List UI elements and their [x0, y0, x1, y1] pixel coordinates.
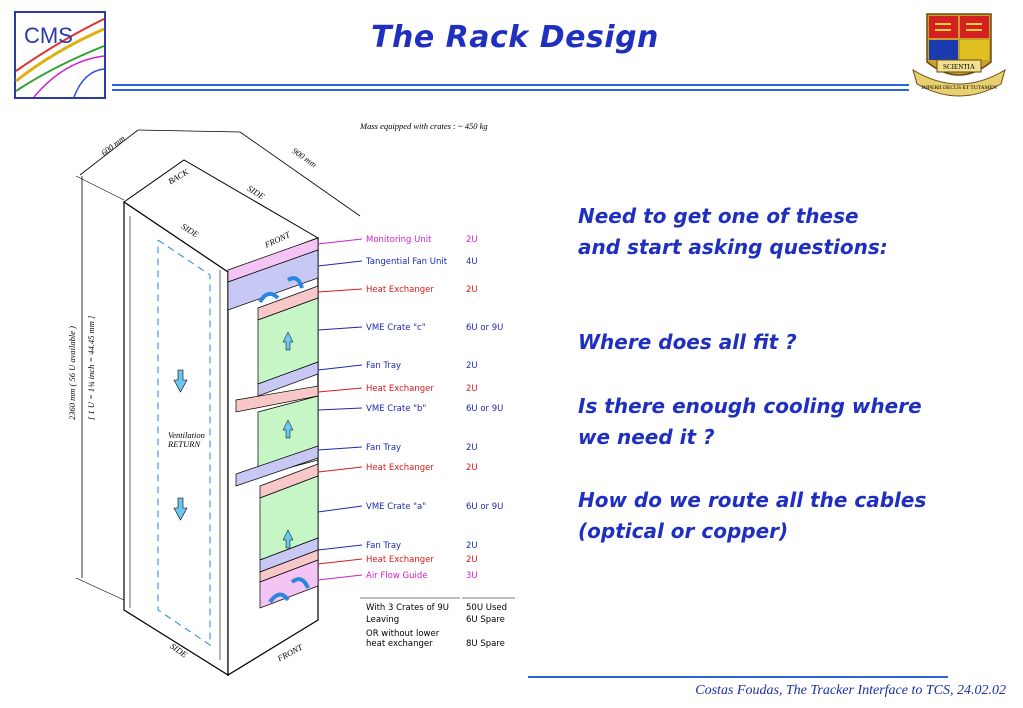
question-line-5: we need it ?: [578, 425, 715, 449]
rack-diagram: Mass equipped with crates : ~ 450 kg 600…: [60, 120, 525, 680]
component-name-label: Monitoring Unit: [366, 235, 432, 245]
title-rule-2: [112, 89, 909, 91]
question-line-1: Need to get one of these: [578, 204, 859, 228]
return-label: RETURN: [167, 439, 201, 449]
component-name-label: Fan Tray: [366, 443, 401, 453]
leader-line: [317, 446, 363, 451]
leader-line: [317, 407, 363, 411]
summary-note-right: 8U Spare: [466, 639, 505, 649]
component-size-label: 2U: [466, 384, 478, 394]
question-line-4: Is there enough cooling where: [578, 394, 922, 418]
leader-line: [317, 387, 363, 393]
question-line-2: and start asking questions:: [578, 235, 888, 259]
mass-note: Mass equipped with crates : ~ 450 kg: [359, 121, 488, 131]
component-size-label: 3U: [466, 571, 478, 581]
crest-motto-text: IMPERII DECUS ET TUTAMEN: [921, 85, 997, 91]
component-name-label: Air Flow Guide: [366, 571, 427, 581]
height-label-1: 2360 mm ( 56 U available ): [67, 326, 77, 420]
leader-line: [317, 288, 363, 293]
height-label-2: [ 1 U = 1¾ inch = 44.45 mm ]: [86, 316, 96, 420]
summary-line1-left: With 3 Crates of 9U: [366, 603, 449, 613]
component-name-label: VME Crate "c": [366, 323, 426, 333]
component-size-label: 2U: [466, 555, 478, 565]
face-front-bottom-label: FRONT: [275, 641, 305, 664]
question-line-6: How do we route all the cables: [578, 488, 927, 512]
component-size-label: 2U: [466, 541, 478, 551]
ventilation-label: Ventilation: [168, 430, 205, 440]
question-line-7: (optical or copper): [578, 519, 789, 543]
leader-line: [317, 260, 363, 267]
college-crest-logo: SCIENTIA IMPERII DECUS ET TUTAMEN: [911, 10, 1007, 108]
component-name-label: Tangential Fan Unit: [365, 257, 448, 267]
component-size-label: 2U: [466, 361, 478, 371]
leader-line: [317, 505, 363, 513]
component-name-label: Heat Exchanger: [366, 384, 434, 394]
summary-line2-left: Leaving: [366, 615, 399, 625]
component-size-label: 4U: [466, 257, 478, 267]
component-name-label: Heat Exchanger: [366, 555, 434, 565]
summary-line2-right: 6U Spare: [466, 615, 505, 625]
component-size-label: 2U: [466, 443, 478, 453]
leader-line: [317, 364, 363, 371]
dim-back: 600 mm: [99, 133, 127, 158]
dim-side: 900 mm: [291, 146, 319, 170]
component-size-label: 2U: [466, 463, 478, 473]
component-size-label: 2U: [466, 285, 478, 295]
component-size-label: 6U or 9U: [466, 323, 503, 333]
title-rule: [112, 84, 909, 86]
component-name-label: Fan Tray: [366, 361, 401, 371]
component-name-label: Heat Exchanger: [366, 285, 434, 295]
component-labels: Monitoring Unit 2U Tangential Fan Unit 4U He…: [317, 235, 503, 581]
cms-logo-text: CMS: [24, 23, 73, 48]
footer-rule: [528, 676, 948, 678]
question-line-3: Where does all fit ?: [578, 330, 797, 354]
leader-line: [317, 238, 363, 245]
leader-line: [317, 326, 363, 331]
summary-note-2: heat exchanger: [366, 639, 433, 649]
page-title: The Rack Design: [371, 20, 659, 55]
component-size-label: 6U or 9U: [466, 502, 503, 512]
footer-text: Costas Foudas, The Tracker Interface to …: [695, 683, 1006, 698]
component-name-label: VME Crate "b": [366, 404, 426, 414]
component-size-label: 2U: [466, 235, 478, 245]
leader-line: [317, 574, 363, 581]
leader-line: [317, 466, 363, 473]
crest-banner-text: SCIENTIA: [943, 63, 975, 71]
summary-note-1: OR without lower: [366, 629, 440, 639]
component-name-label: VME Crate "a": [366, 502, 426, 512]
component-name-label: Heat Exchanger: [366, 463, 434, 473]
component-size-label: 6U or 9U: [466, 404, 503, 414]
cms-logo: CMS: [14, 11, 106, 99]
component-name-label: Fan Tray: [366, 541, 401, 551]
summary-line1-right: 50U Used: [466, 603, 507, 613]
leader-line: [317, 558, 363, 565]
leader-line: [317, 544, 363, 551]
